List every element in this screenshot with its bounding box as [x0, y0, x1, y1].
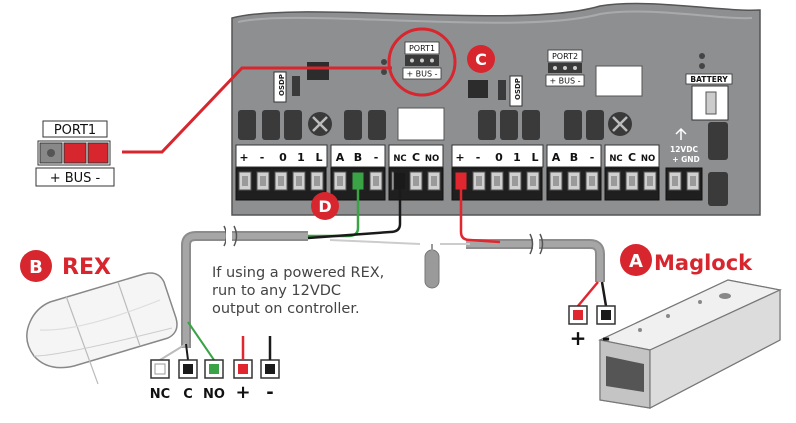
right-terminal-label: 0 [495, 151, 503, 164]
osdp-label: OSDP [278, 74, 286, 96]
port1-callout: PORT1 + BUS - [35, 120, 115, 187]
terminal-slot [571, 176, 577, 186]
left-terminal-label: 1 [297, 151, 305, 164]
rex-terminal-color [238, 364, 248, 374]
board-port1-label: PORT1 [409, 44, 435, 53]
left-terminal-label: - [374, 151, 379, 164]
rex-terminals: NC C NO +- [150, 336, 280, 403]
terminal-blocks [235, 167, 703, 201]
port1-highlight-circle [387, 27, 457, 97]
marker-d: D [311, 192, 339, 220]
rex-terminal-label: C [183, 387, 193, 402]
rex-terminal-color [183, 364, 193, 374]
power-label-top: 12VDC [670, 145, 698, 154]
svg-text:A: A [629, 251, 643, 272]
terminal-slot [629, 176, 635, 186]
rex-device [26, 272, 178, 385]
terminal-slot [553, 176, 559, 186]
terminal-slot [260, 176, 266, 186]
terminal-slot [512, 176, 518, 186]
terminal-slot [690, 176, 696, 186]
black-wire [307, 180, 402, 240]
terminal-slot [611, 176, 617, 186]
terminal-slot [242, 176, 248, 186]
maglock-title: Maglock [654, 251, 753, 275]
red-wire [459, 180, 501, 244]
left-terminal-label: NO [425, 154, 439, 164]
left-terminal-label: B [354, 151, 362, 164]
marker-b: B [20, 250, 52, 282]
maglock-plus: + [570, 326, 587, 350]
rex-terminal-color [265, 364, 275, 374]
powered-rex-note: If using a powered REX, run to any 12VDC… [212, 265, 385, 317]
svg-text:C: C [475, 50, 487, 69]
right-terminal-label: NO [641, 154, 655, 164]
left-terminal-label: L [315, 151, 322, 164]
marker-a: A [620, 244, 652, 276]
svg-text:D: D [318, 197, 331, 216]
terminal-slot [530, 176, 536, 186]
terminal-slot [431, 176, 437, 186]
terminal-slot [314, 176, 320, 186]
left-terminal-label: NC [393, 154, 406, 164]
rex-terminal-label: + [235, 382, 250, 403]
left-terminal-label: A [336, 151, 345, 164]
board-port2-label: PORT2 [552, 52, 578, 61]
terminal-slot [647, 176, 653, 186]
left-terminal-label: C [412, 151, 420, 164]
terminal-slot [476, 176, 482, 186]
right-terminal-label: B [570, 151, 578, 164]
left-terminal-label: + [239, 151, 248, 164]
right-terminal-label: L [531, 151, 538, 164]
screw-icon [308, 112, 332, 136]
board-port1-bus: + BUS - [406, 70, 437, 79]
rex-terminal-color [209, 364, 219, 374]
right-terminal-label: A [552, 151, 561, 164]
maglock-minus: - [602, 326, 610, 350]
marker-c: C [467, 45, 495, 73]
right-terminal-label: 1 [513, 151, 521, 164]
port1-pointer-line [122, 66, 392, 154]
right-terminal-label: C [628, 151, 636, 164]
terminal-slot [494, 176, 500, 186]
terminal-slot [278, 176, 284, 186]
rex-terminal-label: - [266, 382, 273, 403]
rex-terminal-label: NC [150, 387, 170, 402]
terminal-slot [413, 176, 419, 186]
callout-port1-bus: + BUS - [50, 171, 101, 186]
board-port2-bus: + BUS - [549, 77, 580, 86]
callout-port1-title: PORT1 [54, 123, 96, 138]
terminal-slot [373, 176, 379, 186]
svg-text:B: B [29, 257, 43, 278]
osdp-label-2: OSDP [514, 78, 522, 100]
left-terminal-label: - [260, 151, 265, 164]
right-terminal-label: - [476, 151, 481, 164]
terminal-slot [337, 176, 343, 186]
terminal-slot [296, 176, 302, 186]
right-terminal-label: + [455, 151, 464, 164]
right-terminal-label: NC [609, 154, 622, 164]
right-terminal-label: - [590, 151, 595, 164]
rex-terminal-color [154, 363, 166, 375]
rex-terminal-label: NO [203, 387, 225, 402]
terminal-slot [672, 176, 678, 186]
controller-board: OSDP OSDP PORT1 + BUS - PORT2 + BUS - BA… [231, 2, 761, 216]
power-label-bottom: + GND [672, 155, 700, 164]
terminal-slot [589, 176, 595, 186]
maglock-device [598, 279, 782, 409]
screw-icon [608, 112, 632, 136]
left-terminal-label: 0 [279, 151, 287, 164]
rex-title: REX [62, 255, 111, 280]
battery-label: BATTERY [690, 75, 728, 84]
